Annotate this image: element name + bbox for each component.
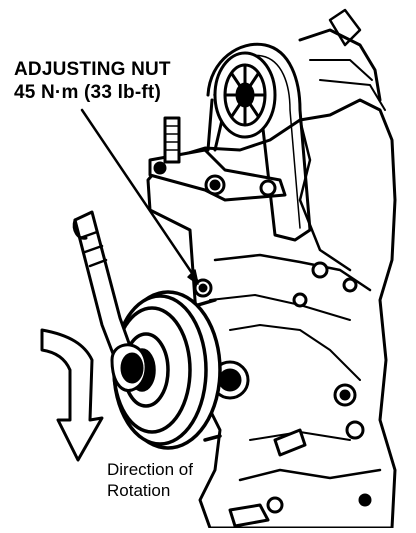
callout-label: ADJUSTING NUT 45 N·m (33 lb-ft) bbox=[14, 58, 171, 104]
callout-torque: 45 N·m (33 lb-ft) bbox=[14, 82, 161, 103]
adjusting-nut-marker bbox=[193, 278, 213, 298]
rotation-arrow bbox=[40, 328, 104, 462]
tensioner-bracket bbox=[148, 116, 287, 202]
rotation-caption-line2: Rotation bbox=[107, 481, 171, 500]
leader-arrowhead bbox=[187, 269, 199, 285]
engine-block bbox=[146, 8, 397, 530]
callout-title: ADJUSTING NUT bbox=[14, 59, 171, 80]
rotation-caption-line1: Direction of bbox=[107, 460, 193, 479]
wrench bbox=[72, 210, 148, 392]
crankshaft-pulley bbox=[112, 290, 222, 450]
rotation-caption: Direction of Rotation bbox=[107, 459, 193, 501]
camshaft-pulley bbox=[213, 51, 277, 139]
leader-line bbox=[80, 108, 200, 284]
